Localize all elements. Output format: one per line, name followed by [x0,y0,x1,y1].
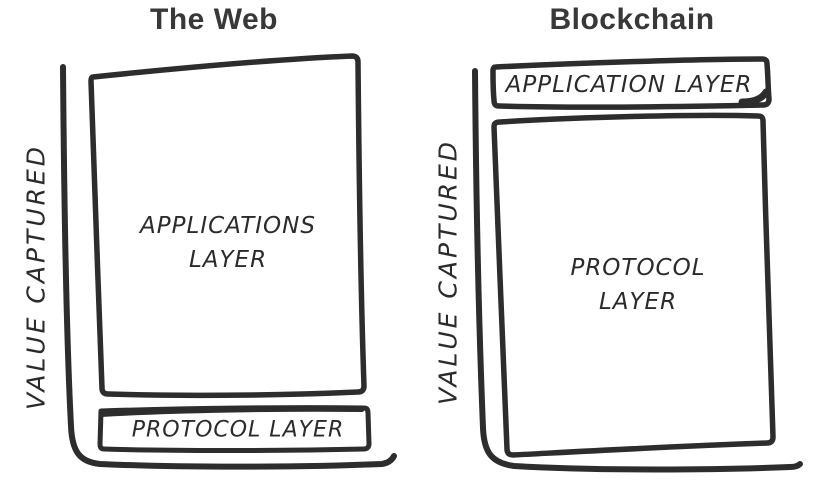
right-panel-title: Blockchain [549,3,715,36]
web-protocol-layer-box [97,405,372,453]
web-applications-layer-label: APPLICATIONS LAYER [140,209,316,277]
blockchain-protocol-layer-box [491,112,776,458]
blockchain-protocol-layer-label: PROTOCOL LAYER [570,251,705,319]
blockchain-application-layer-box-overdraw [738,88,770,106]
web-applications-layer-label-line2: LAYER [188,247,268,273]
blockchain-value-captured-axis [472,68,803,473]
web-protocol-layer-box-overdraw [99,407,364,417]
web-protocol-layer-label: PROTOCOL LAYER [131,417,345,443]
blockchain-application-layer-box [490,56,772,110]
web-applications-layer-label-line1: APPLICATIONS [140,213,316,239]
web-applications-layer-box [88,53,367,399]
left-panel-title: The Web [150,3,278,36]
web-value-captured-axis [60,64,397,470]
right-axis-label: VALUE CAPTURED [433,138,463,406]
left-axis-label: VALUE CAPTURED [21,143,51,411]
blockchain-protocol-layer-label-line2: LAYER [598,289,678,315]
blockchain-application-layer-label: APPLICATION LAYER [505,72,753,98]
blockchain-protocol-layer-label-line1: PROTOCOL [570,255,706,281]
